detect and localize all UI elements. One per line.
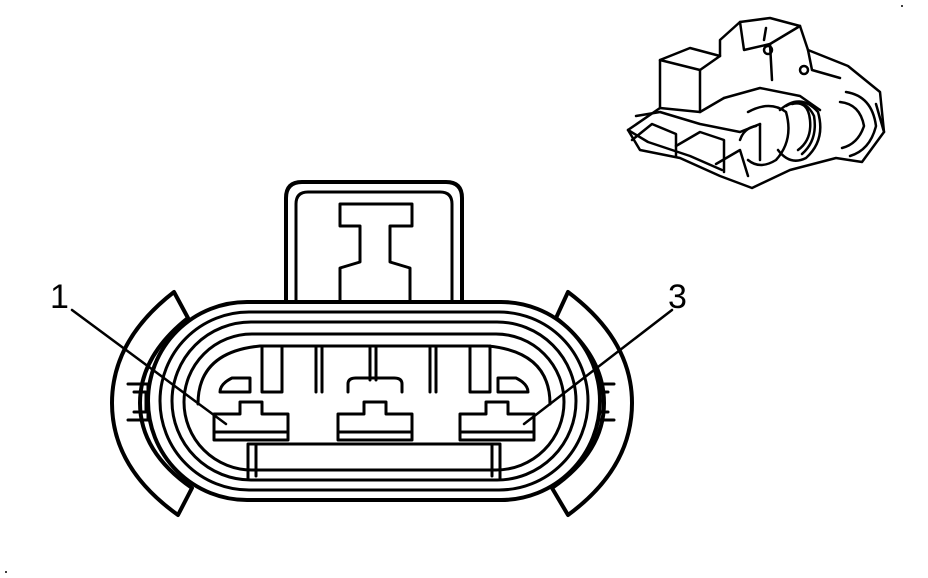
callout-label-1: 1 — [50, 278, 69, 316]
connector-perspective-view — [626, 16, 886, 190]
terminal-pin-2 — [336, 400, 414, 442]
corner-mark — [901, 5, 903, 7]
terminal-pin-1 — [212, 400, 290, 442]
bottom-keying-rib — [246, 442, 502, 480]
leader-line-3 — [522, 308, 674, 426]
cavity-dividers — [218, 344, 530, 394]
leader-line-1 — [70, 308, 228, 426]
locking-tab — [284, 180, 464, 307]
callout-label-3: 3 — [668, 278, 687, 316]
terminal-pin-3 — [458, 400, 536, 442]
corner-mark — [5, 571, 7, 573]
